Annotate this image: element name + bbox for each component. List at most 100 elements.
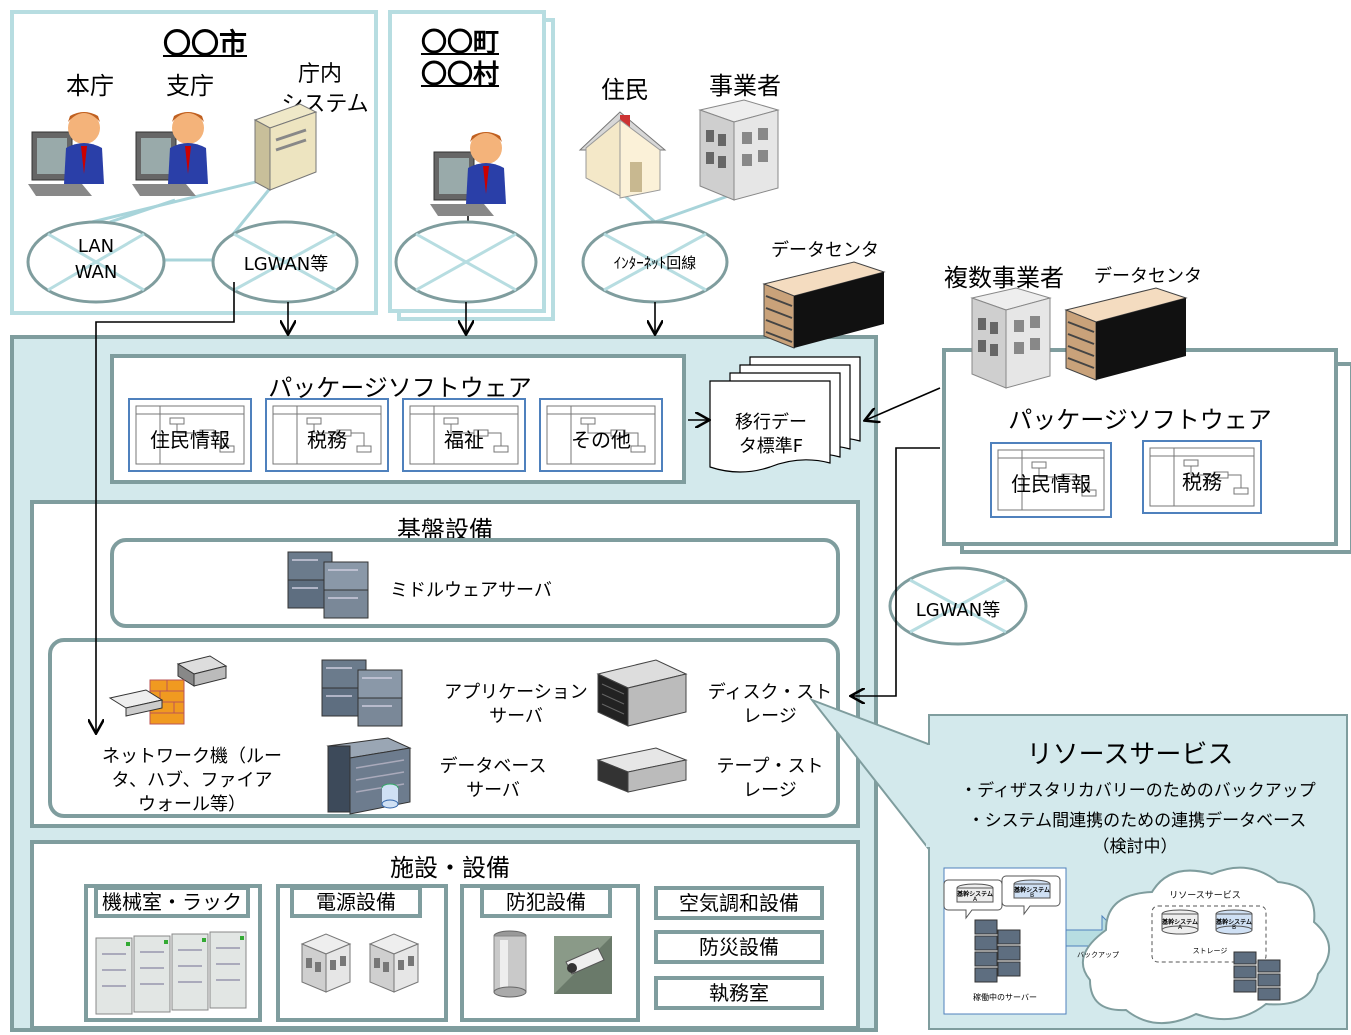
package-item-resident-label: 住民情報 xyxy=(150,428,230,452)
network-label-1: ネットワーク機（ルー xyxy=(102,746,282,767)
office-building-icon xyxy=(698,99,780,201)
aircon-label: 空気調和設備 xyxy=(654,886,824,920)
facility-title: 施設・設備 xyxy=(390,854,510,882)
application-server-icon xyxy=(321,659,403,727)
machine-room-label: 機械室・ラック xyxy=(94,886,250,918)
tape-storage-label-2: レージ xyxy=(743,780,797,801)
server-tower-icon xyxy=(253,103,318,191)
app-server-label-1: アプリケーション xyxy=(444,682,588,703)
multi-package-item-resident-label: 住民情報 xyxy=(1011,472,1091,496)
multi-package-item-tax: 税務 xyxy=(1142,440,1262,514)
multi-lgwan-network-icon xyxy=(888,566,1028,646)
security-label: 防犯設備 xyxy=(480,886,612,918)
resource-note: （検討中） xyxy=(1092,837,1178,857)
user-pc-icon xyxy=(28,112,104,196)
data-center-building-icon xyxy=(762,261,886,349)
village-title: 〇〇村 xyxy=(420,60,499,90)
middleware-server-icon xyxy=(287,551,369,619)
package-item-other-label: その他 xyxy=(571,428,631,452)
resident-label: 住民 xyxy=(601,76,649,104)
network-label-2: タ、ハブ、ファイア xyxy=(111,770,273,791)
mini-system-b-label-2: B xyxy=(1029,892,1035,899)
package-item-tax: 税務 xyxy=(265,398,389,472)
multi-package-item-tax-label: 税務 xyxy=(1182,470,1222,494)
lgwan-label: LGWAN等 xyxy=(243,254,329,275)
package-item-tax-label: 税務 xyxy=(307,428,347,452)
branch-office-label: 支庁 xyxy=(166,72,214,100)
disk-storage-label-2: レージ xyxy=(743,706,797,727)
multi-package-item-resident: 住民情報 xyxy=(990,442,1112,518)
tape-storage-icon xyxy=(596,747,688,793)
user-pc-icon xyxy=(430,132,506,216)
mini-system-a-label-1: 基幹システム xyxy=(957,891,993,898)
tape-storage-label-1: テープ・スト xyxy=(716,756,824,777)
network-devices-icon xyxy=(108,655,228,725)
main-office-label: 本庁 xyxy=(66,72,114,100)
package-item-welfare-label: 福祉 xyxy=(444,428,484,452)
callout-pointer xyxy=(808,697,929,851)
package-software-title: パッケージソフトウェア xyxy=(268,374,532,402)
multi-vendor-title: 複数事業者 xyxy=(944,264,1064,292)
lan-wan-network-icon xyxy=(26,220,166,304)
disk-storage-label-1: ディスク・スト xyxy=(707,682,833,703)
flowchart-thumbnail-icon xyxy=(546,405,656,465)
migration-label-2: タ標準F xyxy=(738,436,804,457)
db-server-label-2: サーバ xyxy=(466,780,520,801)
middleware-box xyxy=(110,538,840,628)
app-server-label-2: サーバ xyxy=(489,706,543,727)
multi-data-center-building-icon xyxy=(1064,287,1188,381)
flowchart-thumbnail-icon xyxy=(135,405,245,465)
power-unit-icon xyxy=(368,933,420,993)
flowchart-thumbnail-icon xyxy=(272,405,382,465)
business-label: 事業者 xyxy=(709,72,781,100)
package-item-welfare: 福祉 xyxy=(402,398,526,472)
lan-wan-label-1: LAN xyxy=(77,236,115,257)
lgwan-network-icon xyxy=(211,220,359,304)
flowchart-thumbnail-icon xyxy=(409,405,519,465)
mini-cloud-title: リソースサービス xyxy=(1169,891,1241,901)
resource-bullet-database: ・システム間連携のための連携データベース xyxy=(967,811,1307,831)
power-unit-icon xyxy=(300,933,352,993)
resource-mini-diagram xyxy=(943,866,1331,1025)
mini-backup-label: バックアップ xyxy=(1077,951,1119,959)
lan-wan-label-2: WAN xyxy=(74,262,118,283)
power-label: 電源設備 xyxy=(290,886,422,918)
multi-office-building-icon xyxy=(970,287,1052,389)
flowchart-thumbnail-icon xyxy=(1149,447,1255,507)
flowchart-thumbnail-icon xyxy=(997,449,1105,511)
town-network-icon xyxy=(394,220,538,304)
resource-bullet-backup: ・ディザスタリカバリーのためのバックアップ xyxy=(960,781,1316,801)
package-item-other: その他 xyxy=(539,398,663,472)
internet-line-label: ｲﾝﾀｰﾈｯﾄ回線 xyxy=(613,254,697,272)
house-icon xyxy=(578,111,667,199)
user-pc-icon xyxy=(132,112,208,196)
middleware-server-label: ミドルウェアサーバ xyxy=(390,580,552,601)
internal-system-label-1: 庁内 xyxy=(297,62,342,87)
db-server-label-1: データベース xyxy=(439,756,547,777)
package-item-resident: 住民情報 xyxy=(128,398,252,472)
town-title: 〇〇町 xyxy=(420,28,499,58)
multi-data-center-label: データセンタ xyxy=(1094,266,1202,287)
multi-package-title: パッケージソフトウェア xyxy=(1008,406,1272,434)
resource-service-title: リソースサービス xyxy=(1026,740,1234,770)
office-label: 執務室 xyxy=(654,976,824,1010)
migration-label-1: 移行デー xyxy=(735,412,807,433)
mini-storage-label: ストレージ xyxy=(1192,947,1228,955)
mini-running-server-label: 稼働中のサーバー xyxy=(973,993,1037,1002)
mini-system-a-label-2: A xyxy=(972,896,978,903)
database-server-icon xyxy=(326,737,412,815)
mini-system-b2-label-1: 基幹システム xyxy=(1216,919,1252,926)
mini-system-a2-label-1: 基幹システム xyxy=(1162,919,1198,926)
rack-servers-icon xyxy=(95,931,247,1015)
migration-document-icon xyxy=(709,356,861,473)
mini-system-b2-label-2: B xyxy=(1231,924,1237,931)
multi-lgwan-label: LGWAN等 xyxy=(915,600,1001,621)
mini-system-b-label-1: 基幹システム xyxy=(1014,887,1050,894)
connection-arrows xyxy=(96,282,941,732)
network-label-3: ウォール等） xyxy=(138,794,246,815)
city-panel xyxy=(10,10,378,315)
disk-storage-icon xyxy=(596,659,688,727)
data-center-label: データセンタ xyxy=(771,240,879,261)
mini-system-a2-label-2: A xyxy=(1177,924,1183,931)
